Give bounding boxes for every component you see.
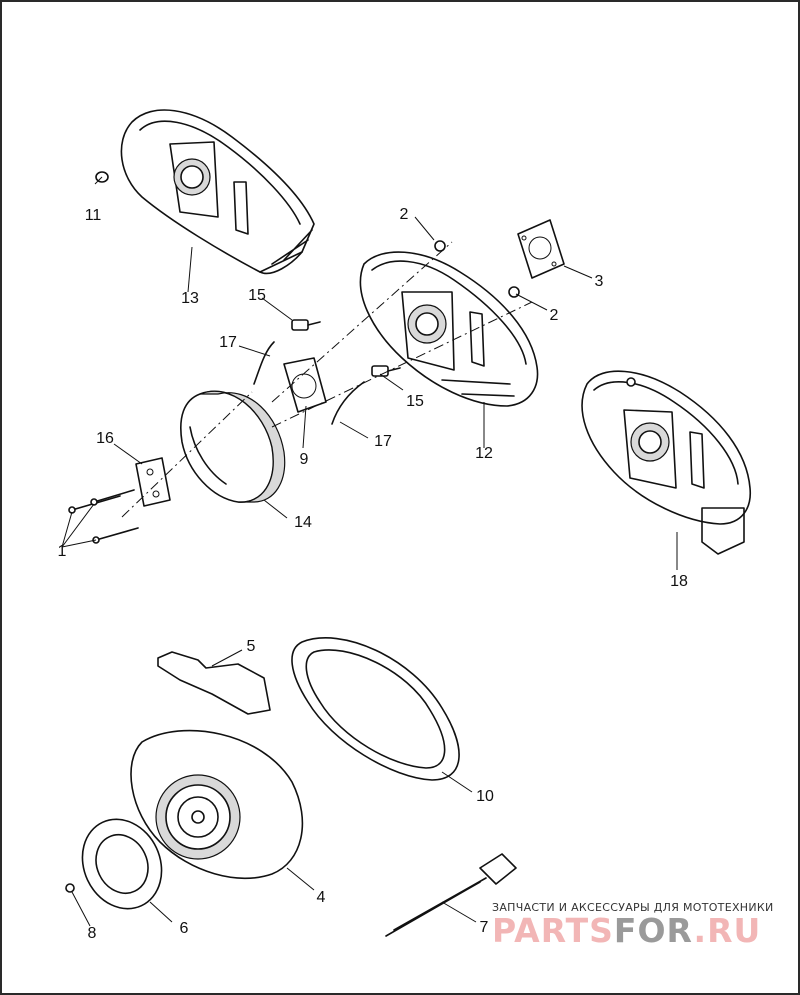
- callout-17-upper: 17: [219, 334, 237, 351]
- callout-5: 5: [246, 638, 256, 655]
- callout-3: 3: [594, 273, 604, 290]
- watermark-logo-part2: FOR: [613, 911, 694, 950]
- callout-7: 7: [479, 919, 489, 936]
- part-9-gasket: [283, 357, 327, 413]
- callout-2-lower: 2: [549, 307, 559, 324]
- part-7-sensor: [385, 853, 517, 937]
- part-10-seal-ring: [291, 637, 460, 781]
- part-17-hose-upper: [253, 341, 275, 385]
- callout-16: 16: [96, 430, 114, 447]
- callout-15-lower: 15: [406, 393, 424, 410]
- assembly-line-a: [271, 241, 453, 403]
- part-2-oring-lower: [508, 286, 520, 298]
- callout-14: 14: [294, 514, 312, 531]
- callout-8: 8: [87, 925, 97, 942]
- watermark-logo: PARTSFOR.RU: [492, 914, 761, 947]
- callout-15-upper: 15: [248, 287, 266, 304]
- part-5-trim-strip: [157, 651, 271, 715]
- watermark-tagline: ЗАПЧАСТИ И АКСЕССУАРЫ ДЛЯ МОТОТЕХНИКИ: [492, 901, 774, 914]
- callout-6: 6: [179, 920, 189, 937]
- part-3-gasket: [517, 219, 565, 279]
- callout-4: 4: [316, 889, 326, 906]
- callout-13: 13: [181, 290, 199, 307]
- part-6-medallion: [81, 818, 163, 910]
- part-2-oring-upper: [434, 240, 446, 252]
- part-12-backplate: [359, 251, 539, 407]
- callout-17-lower: 17: [374, 433, 392, 450]
- part-8-screw: [65, 883, 75, 893]
- assembly-line-b: [271, 301, 533, 428]
- callout-10: 10: [476, 788, 494, 805]
- callout-12: 12: [475, 445, 493, 462]
- callout-1: 1: [57, 543, 67, 560]
- callout-9: 9: [299, 451, 309, 468]
- part-15-breather-bolt-lower: [371, 365, 401, 377]
- part-17-hose-lower: [331, 381, 365, 425]
- part-18-backplate: [581, 370, 751, 555]
- part-4-cover: [130, 729, 304, 880]
- callout-18: 18: [670, 573, 688, 590]
- part-13-backplate: [95, 109, 315, 275]
- callout-11: 11: [84, 207, 102, 224]
- leader-lines: [61, 176, 678, 927]
- part-16-bracket: [135, 457, 171, 507]
- watermark-logo-part3: .RU: [693, 911, 762, 950]
- part-1-screws: [68, 489, 139, 544]
- part-14-filter-element: [180, 390, 286, 503]
- watermark-logo-part1: PARTS: [492, 911, 614, 950]
- part-15-breather-bolt-upper: [291, 319, 321, 331]
- callout-2-upper: 2: [399, 206, 409, 223]
